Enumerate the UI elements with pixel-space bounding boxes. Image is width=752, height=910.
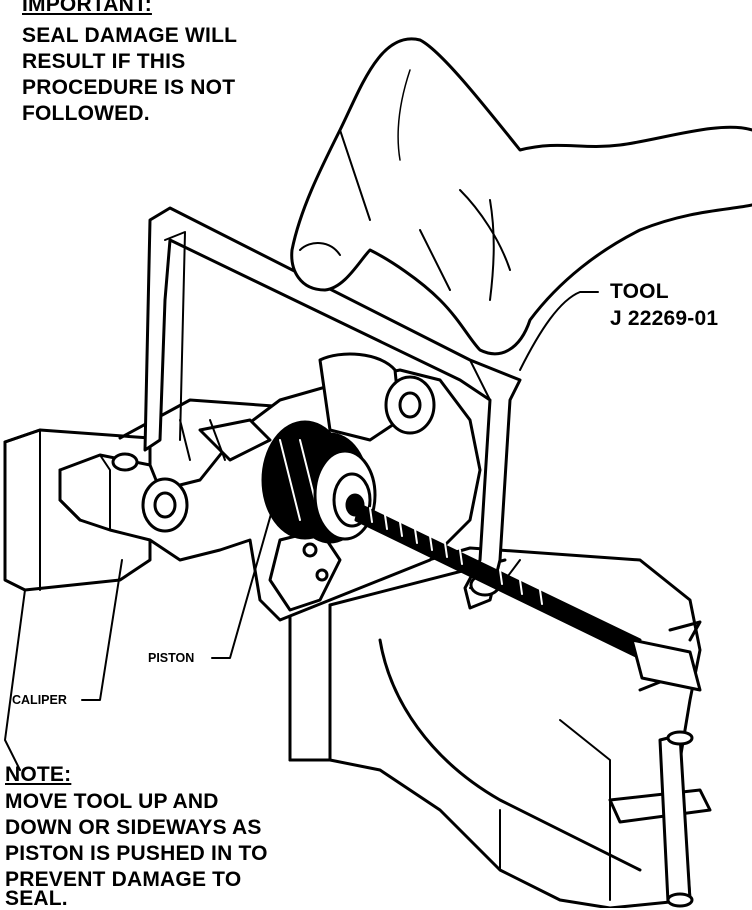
note-line-1: MOVE TOOL UP AND [5,790,219,813]
tool-leader-line [519,291,599,371]
note-heading: NOTE: [5,763,72,786]
tool-part-number: J 22269-01 [610,307,719,330]
important-line-4: FOLLOWED. [22,102,150,125]
important-line-2: RESULT IF THIS [22,50,186,73]
forcing-screw [354,503,702,692]
piston [261,420,377,544]
hand [290,37,752,356]
caliper-leader-line [81,559,123,701]
caliper-label: CALIPER [12,693,67,707]
piston-label: PISTON [148,651,195,665]
note-line-3: PISTON IS PUSHED IN TO [5,842,268,865]
note-line-2: DOWN OR SIDEWAYS AS [5,816,262,839]
important-line-3: PROCEDURE IS NOT [22,76,236,99]
important-line-1: SEAL DAMAGE WILL [22,24,238,47]
important-heading: IMPORTANT: [22,0,152,16]
note-line-5: SEAL. [5,887,68,910]
note-line-4: PREVENT DAMAGE TO [5,868,242,891]
tool-label: TOOL [610,280,669,303]
piston-leader-line [211,499,276,659]
